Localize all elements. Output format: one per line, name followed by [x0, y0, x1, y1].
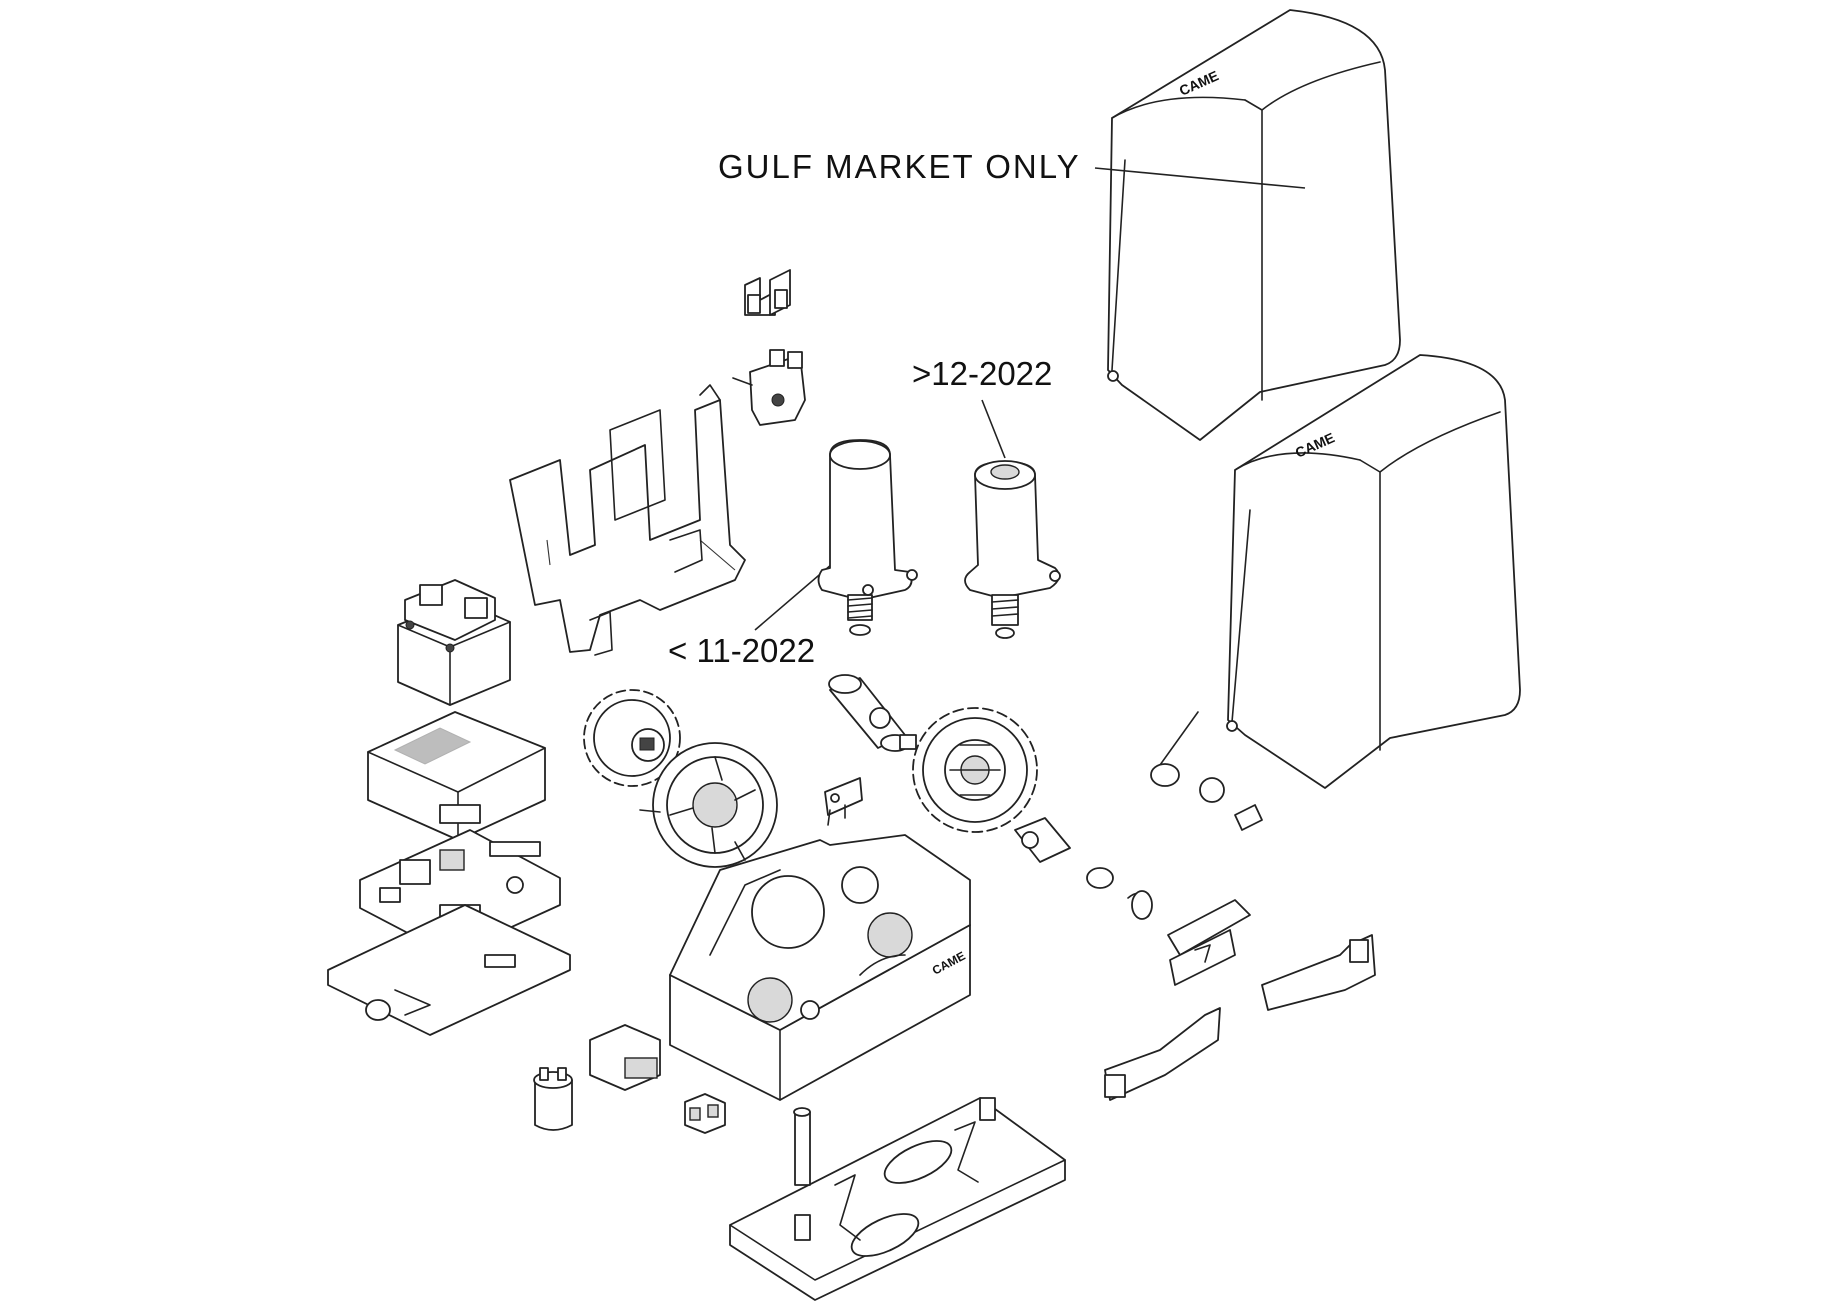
micro-switch — [824, 777, 863, 826]
cylinder-capacitor — [533, 1067, 573, 1131]
board-mounting-plate — [327, 904, 571, 1036]
motor-old — [817, 439, 918, 636]
gearmotor-housing: CAME — [669, 834, 971, 1101]
rack-bracket-1 — [1167, 899, 1251, 986]
limit-switch-bracket — [732, 349, 806, 426]
metal-frame — [509, 384, 746, 656]
transformer — [397, 579, 511, 706]
foundation-plate — [729, 1097, 1066, 1301]
label-gulf-market-only: GULF MARKET ONLY — [718, 148, 1081, 185]
capacitor-block — [589, 1024, 661, 1091]
drive-shaft — [828, 674, 917, 752]
label-before-11-2022: < 11-2022 — [668, 632, 815, 669]
release-disc — [639, 742, 778, 868]
limit-bracket-3 — [1104, 1007, 1221, 1101]
cover-gulf-market: CAME — [1107, 9, 1401, 441]
board-cover — [367, 711, 546, 841]
motor-new — [964, 460, 1061, 639]
cover-standard: CAME — [1226, 354, 1521, 789]
terminal-connectors — [744, 269, 791, 316]
label-after-12-2022: >12-2022 — [912, 355, 1052, 392]
release-lever — [1150, 711, 1263, 831]
worm-wheel — [912, 707, 1038, 833]
terminal-block — [684, 1093, 726, 1134]
cam-pin — [1014, 817, 1114, 889]
limit-bracket-2 — [1261, 934, 1376, 1011]
spring — [1127, 890, 1153, 920]
pinion-gear — [583, 689, 681, 787]
